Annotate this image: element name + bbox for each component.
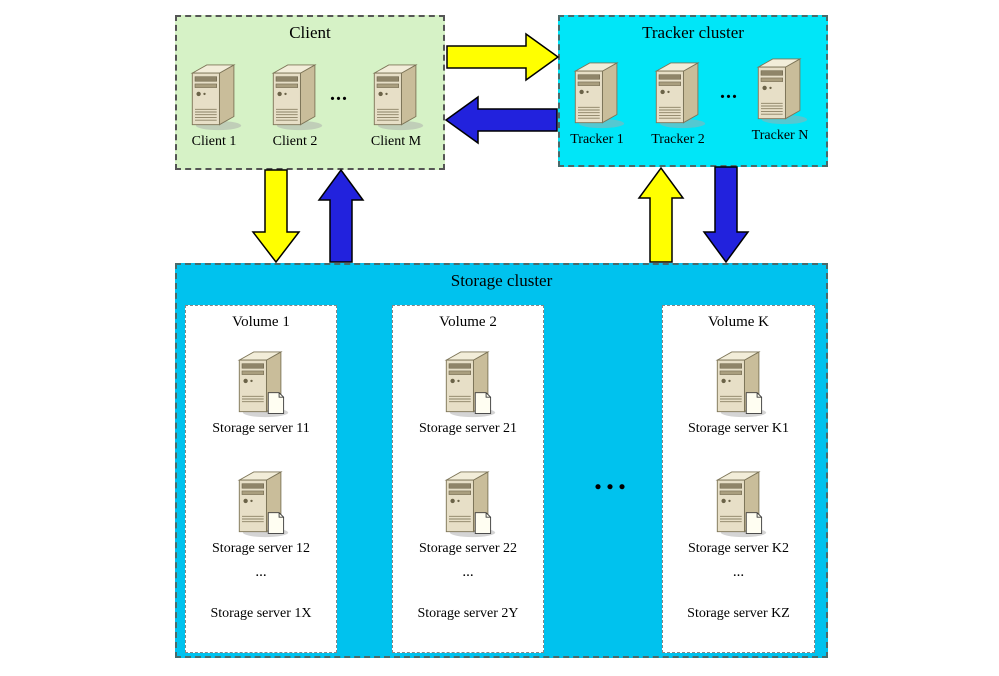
volume-2-title: Volume 2 <box>439 314 497 330</box>
storage-server-cell: Storage server K1 <box>663 342 814 437</box>
arrow-client-to-storage <box>251 169 301 264</box>
ellipsis: ... <box>255 564 267 580</box>
volume-k-box: Volume K Storage server K1 <box>662 305 815 653</box>
storage-server-icon <box>231 342 291 418</box>
ellipsis: ... <box>594 460 630 496</box>
storage-server-icon <box>709 462 769 538</box>
client-m-label: Client M <box>370 134 422 149</box>
storage-cluster-box: Storage cluster Volume 1 Storage server … <box>175 263 828 658</box>
tracker-1-cell: Tracker 1 <box>560 53 634 148</box>
ellipsis: ... <box>462 564 474 580</box>
storage-server-cell: Storage server 11 <box>186 342 336 437</box>
volume-2-box: Volume 2 Storage server 21 <box>392 305 544 653</box>
tracker-1-label: Tracker 1 <box>570 132 624 147</box>
server-icon <box>751 49 809 125</box>
client-1-cell: Client 1 <box>177 55 251 150</box>
storage-server-cell: Storage server 21 <box>393 342 543 437</box>
tracker-cluster-box: Tracker cluster Tracker 1 <box>558 15 828 167</box>
storage-server-label: Storage server 11 <box>212 421 310 436</box>
tracker-n-label: Tracker N <box>751 128 809 143</box>
storage-server-cell: Storage server 22 <box>393 462 543 557</box>
tracker-2-label: Tracker 2 <box>651 132 705 147</box>
storage-server-icon <box>438 462 498 538</box>
storage-server-label: Storage server 12 <box>212 541 310 556</box>
storage-cluster-title: Storage cluster <box>450 271 553 290</box>
server-icon <box>649 53 707 129</box>
tracker-2-cell: Tracker 2 <box>641 53 715 148</box>
storage-server-icon <box>438 342 498 418</box>
client-cluster-title: Client <box>289 23 331 42</box>
client-2-cell: Client 2 <box>258 55 332 150</box>
volume-1-box: Volume 1 Storage server 11 <box>185 305 337 653</box>
storage-server-label: Storage server 1X <box>210 606 312 621</box>
storage-server-icon <box>231 462 291 538</box>
client-cluster-box: Client Client 1 <box>175 15 445 170</box>
arrow-storage-to-tracker <box>637 166 685 263</box>
tracker-cluster-title: Tracker cluster <box>642 23 744 42</box>
server-icon <box>367 55 425 131</box>
server-icon <box>266 55 324 131</box>
storage-server-label: Storage server K2 <box>687 541 790 556</box>
volume-k-title: Volume K <box>708 314 769 330</box>
storage-server-label: Storage server 2Y <box>417 606 519 621</box>
client-2-label: Client 2 <box>272 134 318 149</box>
arrow-tracker-to-client <box>444 95 558 145</box>
client-1-label: Client 1 <box>191 134 237 149</box>
volume-1-title: Volume 1 <box>232 314 290 330</box>
arrow-storage-to-client <box>317 168 365 263</box>
storage-server-label: Storage server 22 <box>419 541 517 556</box>
arrow-client-to-tracker <box>446 32 560 82</box>
tracker-n-cell: Tracker N <box>743 49 817 144</box>
storage-server-cell: Storage server 12 <box>186 462 336 557</box>
ellipsis: ... <box>732 564 745 580</box>
server-icon <box>568 53 626 129</box>
server-icon <box>185 55 243 131</box>
arrow-tracker-to-storage <box>702 166 750 264</box>
storage-server-label: Storage server 21 <box>419 421 517 436</box>
storage-server-icon <box>709 342 769 418</box>
client-m-cell: Client M <box>359 55 433 150</box>
storage-server-label: Storage server KZ <box>687 606 790 621</box>
storage-server-label: Storage server K1 <box>687 421 790 436</box>
storage-server-cell: Storage server K2 <box>663 462 814 557</box>
ellipsis: ... <box>330 83 348 105</box>
ellipsis: ... <box>720 81 738 103</box>
